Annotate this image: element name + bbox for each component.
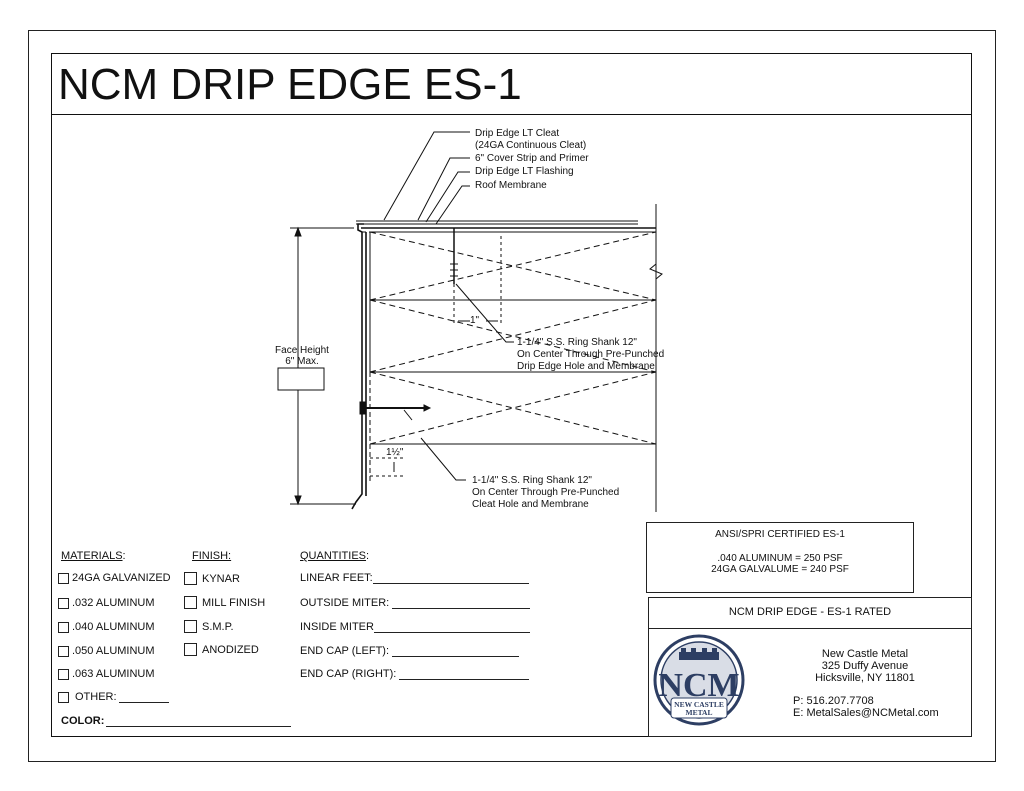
checkbox[interactable]	[184, 620, 197, 633]
face-height-max: 6" Max.	[285, 356, 319, 367]
materials-heading: MATERIALS:	[61, 550, 126, 562]
checkbox[interactable]	[184, 596, 197, 609]
color-input-line[interactable]	[106, 716, 292, 727]
outer-frame	[28, 30, 996, 762]
material-option-032[interactable]: .032 ALUMINUM	[58, 597, 155, 609]
lower-nail-note-2: On Center Through Pre-Punched	[472, 487, 620, 498]
logo-sub-text-2: METAL	[686, 708, 713, 717]
material-option-other[interactable]: OTHER:	[58, 691, 169, 703]
company-email[interactable]: E: MetalSales@NCMetal.com	[793, 707, 939, 719]
title-bar	[51, 53, 972, 115]
drawing-sheet	[51, 53, 972, 737]
end-cap-left-field[interactable]: END CAP (LEFT):	[300, 645, 520, 657]
outside-miter-input-line[interactable]	[392, 598, 531, 609]
company-address-1: 325 Duffy Avenue	[821, 660, 909, 672]
end-cap-right-field[interactable]: END CAP (RIGHT):	[300, 668, 530, 680]
company-phone: P: 516.207.7708	[793, 695, 874, 707]
checkbox[interactable]	[58, 691, 69, 703]
certification-line-1: .040 ALUMINUM = 250 PSF	[717, 553, 843, 564]
finish-option-mill[interactable]: MILL FINISH	[184, 596, 265, 609]
product-name-cell	[648, 597, 972, 629]
dimension-1-inch: 1"	[470, 315, 480, 326]
callout-flashing: Drip Edge LT Flashing	[475, 166, 574, 177]
material-option-050[interactable]: .050 ALUMINUM	[58, 645, 155, 657]
checkbox[interactable]	[58, 597, 69, 609]
checkbox[interactable]	[184, 572, 197, 585]
new-castle-metal-logo: NCM NEW CASTLE METAL	[653, 634, 745, 726]
callout-cleat-spec: (24GA Continuous Cleat)	[475, 140, 587, 151]
checkbox[interactable]	[58, 645, 69, 657]
end-cap-left-input-line[interactable]	[392, 646, 520, 657]
upper-nail-note-3: Drip Edge Hole and Membrane	[517, 361, 655, 372]
page-title: NCM DRIP EDGE ES-1	[58, 60, 522, 109]
color-field[interactable]: COLOR:	[61, 715, 292, 727]
checkbox[interactable]	[58, 621, 69, 633]
drip-edge-section-drawing	[277, 131, 663, 512]
lower-nail-note-1: 1-1/4" S.S. Ring Shank 12"	[472, 475, 592, 486]
upper-nail-note-2: On Center Through Pre-Punched	[517, 349, 665, 360]
callout-cover-strip: 6" Cover Strip and Primer	[475, 153, 589, 164]
linear-feet-field[interactable]: LINEAR FEET:	[300, 572, 529, 584]
product-name: NCM DRIP EDGE - ES-1 RATED	[728, 606, 892, 618]
other-input-line[interactable]	[118, 692, 169, 703]
finish-option-anodized[interactable]: ANODIZED	[184, 643, 259, 656]
material-option-24ga[interactable]: 24GA GALVANIZED	[58, 572, 171, 584]
linear-feet-input-line[interactable]	[372, 573, 529, 584]
callout-membrane: Roof Membrane	[475, 180, 547, 191]
material-option-040[interactable]: .040 ALUMINUM	[58, 621, 155, 633]
face-height-label: Face Height	[275, 345, 329, 356]
face-height-box	[277, 367, 325, 391]
checkbox[interactable]	[58, 668, 69, 680]
certification-heading: ANSI/SPRI CERTIFIED ES-1	[715, 529, 845, 540]
certification-line-2: 24GA GALVALUME = 240 PSF	[711, 564, 849, 575]
outside-miter-field[interactable]: OUTSIDE MITER:	[300, 597, 531, 609]
callout-cleat: Drip Edge LT Cleat	[475, 128, 560, 139]
inside-miter-field[interactable]: INSIDE MITER	[300, 621, 530, 633]
upper-nail-note-1: 1-1/4" S.S. Ring Shank 12"	[517, 337, 637, 348]
finish-heading: FINISH:	[192, 550, 232, 562]
inside-miter-input-line[interactable]	[373, 622, 530, 633]
dimension-1-half-inch: 1½"	[386, 447, 404, 458]
lower-nail-note-3: Cleat Hole and Membrane	[472, 499, 589, 510]
company-name: New Castle Metal	[821, 648, 909, 660]
quantities-heading: QUANTITIES:	[300, 550, 370, 562]
company-address-2: Hicksville, NY 11801	[815, 672, 915, 684]
logo-sub-text-1: NEW CASTLE	[674, 700, 724, 709]
material-option-063[interactable]: .063 ALUMINUM	[58, 668, 155, 680]
finish-option-smp[interactable]: S.M.P.	[184, 620, 234, 633]
end-cap-right-input-line[interactable]	[399, 669, 530, 680]
checkbox[interactable]	[184, 643, 197, 656]
finish-option-kynar[interactable]: KYNAR	[184, 572, 240, 585]
certification-box	[646, 522, 914, 593]
checkbox[interactable]	[58, 572, 69, 584]
